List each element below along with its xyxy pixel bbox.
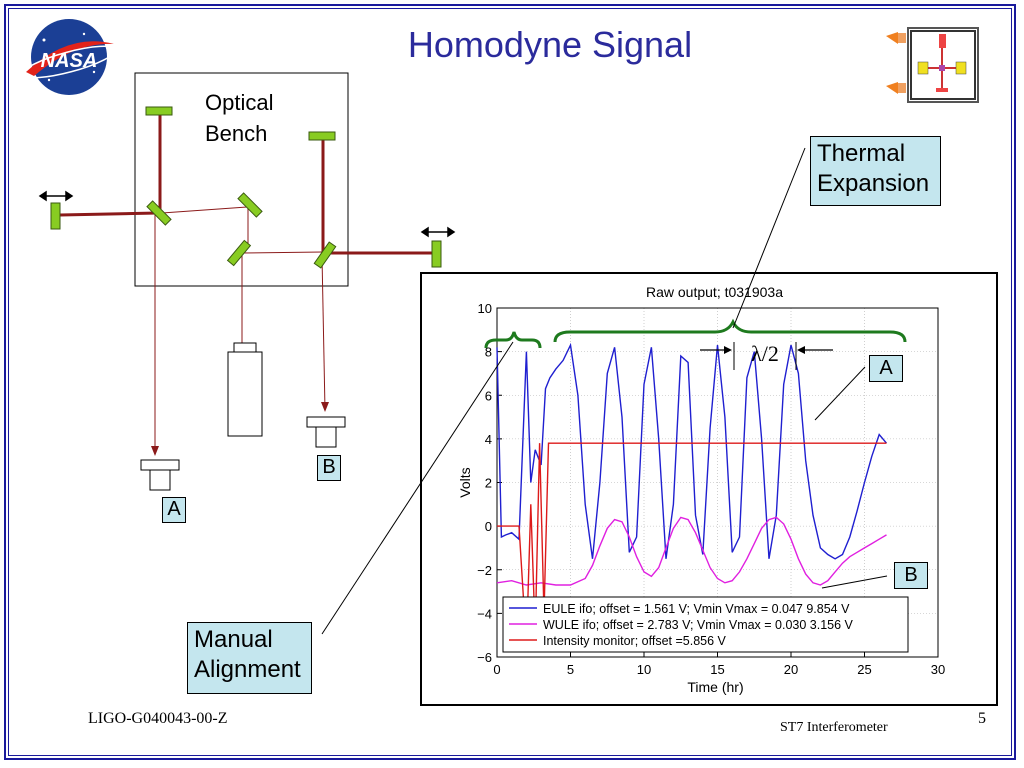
brace-thermal-expansion bbox=[553, 318, 907, 343]
y-tick-label: −4 bbox=[477, 606, 492, 621]
y-axis-label: Volts bbox=[457, 467, 473, 497]
series-line-1 bbox=[496, 342, 888, 560]
legend-entry-1: EULE ifo; offset = 1.561 V; Vmin Vmax = … bbox=[543, 602, 850, 616]
thermal-label-line1: Thermal bbox=[817, 140, 906, 167]
laser-cap bbox=[233, 342, 257, 353]
footer-document-id: LIGO-G040043-00-Z bbox=[88, 710, 228, 727]
x-tick-label: 25 bbox=[857, 662, 871, 677]
slide-frame bbox=[4, 4, 1016, 760]
thermal-expansion-box: Thermal Expansion bbox=[810, 136, 941, 206]
nasa-logo: NASA bbox=[21, 19, 117, 95]
legend-entry-2: WULE ifo; offset = 2.783 V; Vmin Vmax = … bbox=[543, 618, 854, 632]
mirror-right bbox=[431, 240, 442, 268]
legend-entry-3: Intensity monitor; offset =5.856 V bbox=[543, 634, 727, 648]
y-tick-label: 6 bbox=[485, 388, 492, 403]
chart-title: Raw output; t031903a bbox=[646, 284, 783, 300]
lambda-arrow-left-head bbox=[724, 346, 732, 354]
double-arrow-icon-left bbox=[38, 190, 74, 202]
plot-label-b: B bbox=[894, 562, 928, 589]
manual-label-line2: Alignment bbox=[194, 656, 301, 683]
page-title: Homodyne Signal bbox=[407, 24, 693, 65]
x-axis-label: Time (hr) bbox=[687, 679, 743, 695]
detector-a-icon bbox=[140, 459, 180, 491]
brace-manual-alignment bbox=[484, 331, 542, 349]
bench-label-line2: Bench bbox=[205, 121, 268, 146]
laser-body bbox=[227, 351, 263, 437]
y-tick-label: 2 bbox=[485, 476, 492, 491]
legend-box bbox=[502, 596, 909, 653]
beam-splitter-1 bbox=[146, 200, 172, 226]
x-tick-label: 10 bbox=[637, 662, 651, 677]
x-tick-label: 20 bbox=[784, 662, 798, 677]
mirror-top-left bbox=[145, 106, 173, 116]
lambda-half-label: λ/2 bbox=[751, 341, 779, 366]
y-tick-label: 4 bbox=[485, 432, 492, 447]
plot-label-a: A bbox=[869, 355, 903, 382]
x-tick-label: 15 bbox=[710, 662, 724, 677]
y-tick-label: −6 bbox=[477, 650, 492, 665]
beam-splitter-2 bbox=[237, 192, 263, 218]
manual-label-line1: Manual bbox=[194, 626, 273, 653]
mirror-left bbox=[50, 202, 61, 230]
double-arrow-icon-right bbox=[420, 226, 456, 238]
bench-label-line1: Optical bbox=[205, 90, 274, 115]
y-tick-label: −2 bbox=[477, 563, 492, 578]
beam-splitter-4 bbox=[313, 241, 337, 269]
y-tick-label: 10 bbox=[478, 301, 492, 316]
x-tick-label: 30 bbox=[931, 662, 945, 677]
page-number: 5 bbox=[978, 710, 986, 727]
x-tick-label: 5 bbox=[567, 662, 574, 677]
footer-course: ST7 Interferometer bbox=[780, 720, 888, 735]
series-line-2 bbox=[496, 516, 887, 586]
mirror-top-right bbox=[308, 131, 336, 141]
lambda-arrow-right-head bbox=[797, 346, 805, 354]
manual-alignment-box: Manual Alignment bbox=[187, 622, 312, 694]
nasa-logo-text: NASA bbox=[41, 50, 98, 72]
thermal-label-line2: Expansion bbox=[817, 170, 930, 197]
detector-label-a: A bbox=[162, 497, 186, 523]
beam-splitter-3 bbox=[226, 239, 252, 267]
x-tick-label: 0 bbox=[493, 662, 500, 677]
y-tick-label: 0 bbox=[485, 519, 492, 534]
interferometer-icon bbox=[886, 27, 979, 103]
slide-frame-inner bbox=[8, 8, 1012, 756]
